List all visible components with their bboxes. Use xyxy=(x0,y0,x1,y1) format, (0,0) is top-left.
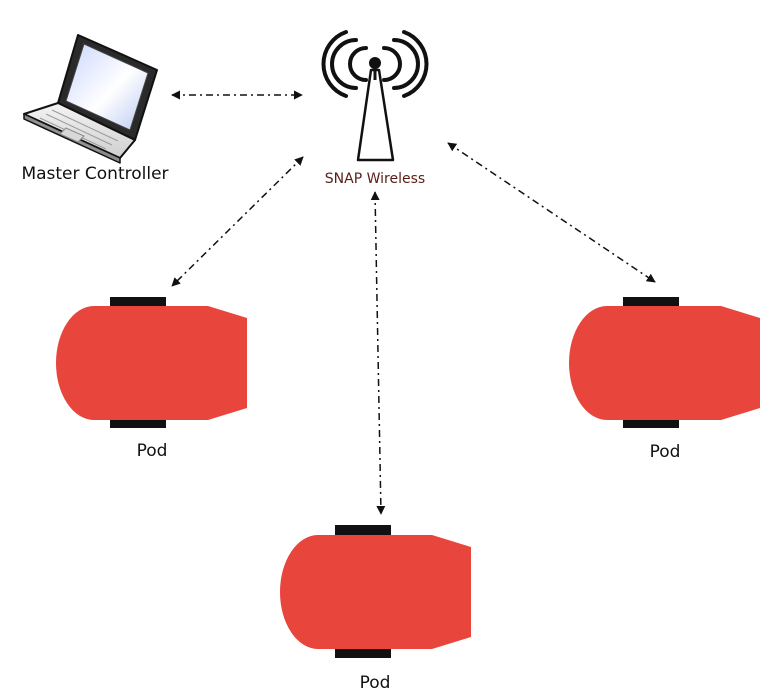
pod-right xyxy=(569,297,760,428)
pod-bottom-label: Pod xyxy=(360,673,391,693)
pod-left-bottom-wheel xyxy=(110,418,166,428)
pod-bottom xyxy=(280,525,471,658)
pod-left-top-wheel xyxy=(110,297,166,307)
master-controller-label: Master Controller xyxy=(21,164,168,184)
pod-right-top-wheel xyxy=(623,297,679,307)
pod-left-label: Pod xyxy=(137,441,168,461)
link-snap-pod-right xyxy=(447,142,656,283)
pod-bottom-bottom-wheel xyxy=(335,648,391,658)
laptop-icon xyxy=(23,34,158,164)
pod-bottom-top-wheel xyxy=(335,525,391,535)
snap-wireless-label: SNAP Wireless xyxy=(325,171,425,187)
pod-left-body xyxy=(56,306,247,420)
pod-left xyxy=(56,297,247,428)
wireless-antenna-icon xyxy=(321,30,429,162)
pod-right-bottom-wheel xyxy=(623,418,679,428)
pod-right-body xyxy=(569,306,760,420)
pod-right-label: Pod xyxy=(650,442,681,462)
link-snap-pod-left xyxy=(171,156,304,287)
pod-bottom-body xyxy=(280,535,471,649)
link-snap-pod-bottom xyxy=(370,191,386,515)
